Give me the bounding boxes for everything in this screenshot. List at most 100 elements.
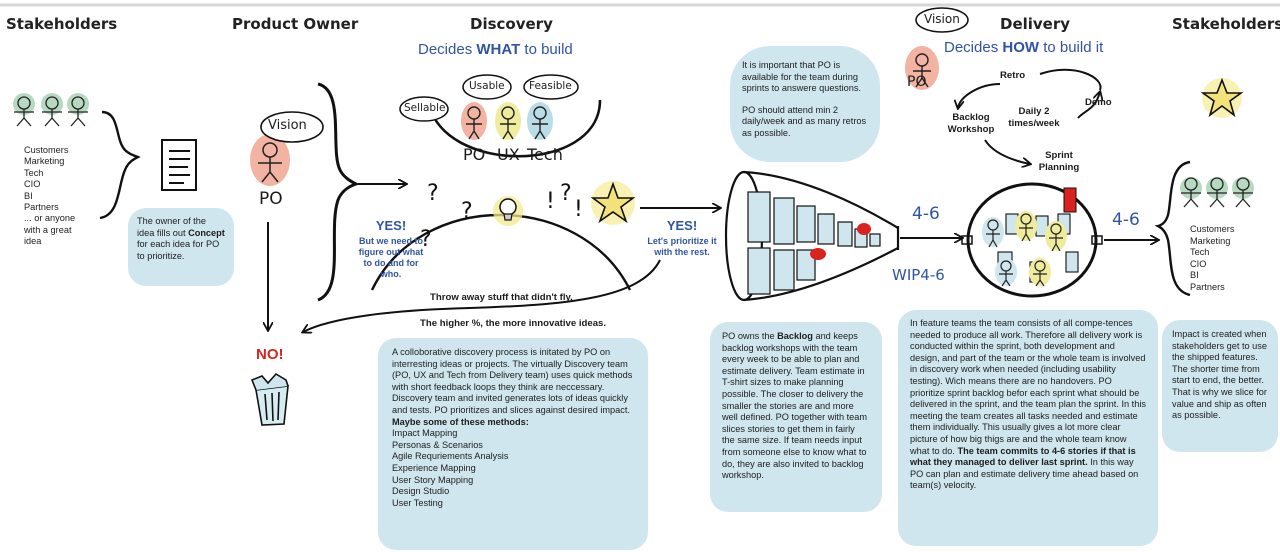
delivery-po-label: PO <box>907 74 927 90</box>
po-availability-p1: It is important that PO is available for… <box>742 60 861 94</box>
backlog-description: PO owns the Backlog and keeps backlog wo… <box>710 322 882 512</box>
svg-text:?: ? <box>420 227 432 252</box>
cycle-daily: Daily 2 times/week <box>1008 106 1060 129</box>
list-item: Partners <box>24 202 59 213</box>
discovery-paragraph: A colloborative discovery process is ini… <box>392 347 633 415</box>
delivery-bold: The team commits to 4-6 stories if that … <box>910 445 1136 468</box>
discovery-tagline-prefix: Decides <box>418 41 477 58</box>
delivery-description: In feature teams the team consists of al… <box>898 310 1158 546</box>
star-icon <box>590 181 636 224</box>
list-item: ... or anyone <box>24 213 76 224</box>
yes-discovery: YES! But we need to figure out what to d… <box>358 218 424 280</box>
delivery-tagline-suffix: to build it <box>1039 39 1104 56</box>
backlog-after: and keeps backlog workshops with the tea… <box>722 331 868 481</box>
cycle-demo: Demo <box>1085 97 1112 108</box>
list-item: idea <box>24 236 42 247</box>
list-item: Tech <box>24 167 44 178</box>
backlog-before: PO owns the <box>722 331 778 341</box>
delivery-paragraph: In feature teams the team consists of al… <box>910 318 1146 456</box>
list-item: Marketing <box>24 156 65 167</box>
yes-title: YES! <box>666 218 698 233</box>
header-delivery: Delivery <box>1000 15 1071 33</box>
brace-left <box>99 110 141 220</box>
po-label: PO <box>259 189 283 209</box>
trash-can-icon <box>250 372 289 426</box>
header-stakeholders-left: Stakeholders <box>6 15 118 33</box>
method-item: Personas & Scenarios <box>392 439 483 450</box>
star-icon-right <box>1200 77 1244 118</box>
delivery-after: In this way PO can plan and estimate del… <box>910 457 1139 491</box>
cycle-sprint-planning: Sprint Planning <box>1038 150 1080 173</box>
usable-label: Usable <box>469 80 505 92</box>
team-tech-label: Tech <box>527 145 563 164</box>
method-item: Agile Requriements Analysis <box>392 451 509 462</box>
list-item: CIO <box>24 179 41 190</box>
svg-text:!: ! <box>574 197 583 222</box>
idea-bulb-icon <box>493 196 523 226</box>
brace-po <box>317 82 360 302</box>
yes-prioritize: YES! Let's prioritize it with the rest. <box>644 218 720 258</box>
discovery-tagline-key: WHAT <box>476 41 521 58</box>
backlog-stories <box>747 191 881 295</box>
header-product-owner: Product Owner <box>232 15 359 33</box>
methods-title: Maybe some of these methods: <box>392 416 529 427</box>
concept-note-before: The owner of the idea fills out <box>137 216 206 238</box>
list-item: CIO <box>1190 258 1207 269</box>
method-item: Impact Mapping <box>392 428 458 439</box>
stakeholder-figures-left <box>13 93 89 127</box>
discovery-tagline: Decides WHAT to build <box>418 41 573 58</box>
header-stakeholders-right: Stakeholders <box>1172 15 1280 33</box>
list-item: BI <box>24 190 33 201</box>
backlog-bold: Backlog <box>777 331 813 341</box>
delivery-tagline: Decides HOW to build it <box>944 39 1103 56</box>
flow-out-rate: 4-6 <box>1112 210 1140 230</box>
method-item: Experience Mapping <box>392 462 476 473</box>
delivery-tagline-key: HOW <box>1002 39 1040 56</box>
method-item: User Testing <box>392 497 443 508</box>
yes-text: Let's prioritize it with the rest. <box>647 236 717 257</box>
list-item: Marketing <box>1190 235 1231 246</box>
list-item: BI <box>1190 270 1199 281</box>
svg-text:?: ? <box>427 181 439 206</box>
cycle-backlog-workshop: Backlog Workshop <box>947 112 995 135</box>
brace-right <box>1154 160 1191 297</box>
flow-wip: WIP4-6 <box>892 266 945 284</box>
concept-note: The owner of the idea fills out Concept … <box>128 208 234 286</box>
svg-text:?: ? <box>461 199 473 224</box>
concept-note-after: for each idea for PO to prioritize. <box>137 239 220 261</box>
yes-text: But we need to figure out what to do and… <box>358 236 424 279</box>
sellable-label: Sellable <box>404 102 446 114</box>
header-discovery: Discovery <box>470 15 553 33</box>
concept-note-bold: Concept <box>188 227 225 238</box>
concept-document-icon <box>161 139 197 191</box>
list-item: Customers <box>24 145 69 155</box>
discovery-description: A colloborative discovery process is ini… <box>378 338 648 550</box>
yes-title: YES! <box>375 218 407 233</box>
svg-text:?: ? <box>560 181 572 206</box>
team-po-label: PO <box>463 145 486 164</box>
list-item: Partners <box>1190 281 1225 292</box>
team-ux-label: UX <box>497 145 520 164</box>
method-item: User Story Mapping <box>392 474 474 485</box>
cycle-retro: Retro <box>1000 70 1026 81</box>
list-item: with a great <box>24 224 72 235</box>
delivery-tagline-prefix: Decides <box>944 39 1003 56</box>
po-availability-note: It is important that PO is available for… <box>730 46 880 162</box>
no-label: NO! <box>256 346 284 363</box>
flow-in-rate: 4-6 <box>912 204 940 224</box>
feasible-label: Feasible <box>529 80 572 92</box>
stakeholders-left-list: Customers Marketing Tech CIO BI Partners… <box>24 145 75 248</box>
po-availability-p2: PO should attend min 2 daily/week and as… <box>742 104 867 138</box>
list-item: Tech <box>1190 247 1210 258</box>
innovative-note: The higher %, the more innovative ideas. <box>420 318 607 329</box>
question-marks: ??? !?! <box>420 181 583 252</box>
svg-text:!: ! <box>546 189 555 214</box>
stakeholder-figures-right <box>1180 177 1254 208</box>
stakeholders-right-list: Customers Marketing Tech CIO BI Partners <box>1190 224 1234 294</box>
delivery-vision-label: Vision <box>924 12 960 26</box>
po-vision-label: Vision <box>268 118 307 133</box>
impact-note: Impact is created when stakeholders get … <box>1162 320 1278 452</box>
throw-away-note: Throw away stuff that didn't fly. <box>430 292 573 303</box>
discovery-tagline-suffix: to build <box>520 41 573 58</box>
